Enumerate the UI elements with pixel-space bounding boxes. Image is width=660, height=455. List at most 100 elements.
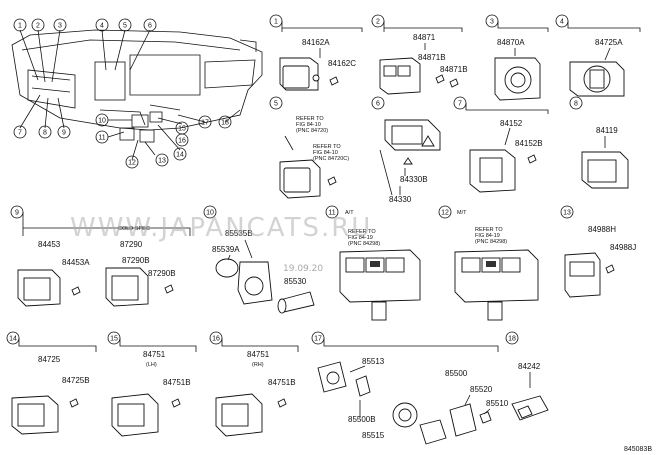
part-84751B-rh: 84751B [268,378,296,387]
svg-text:2: 2 [36,23,40,30]
group-4: 4 84725A [555,14,641,97]
svg-text:REFER TO: REFER TO [296,116,324,122]
part-85520: 85520 [470,385,493,394]
svg-text:13: 13 [158,158,166,165]
svg-text:(PNC 84298): (PNC 84298) [475,239,507,245]
svg-text:(PNC 84720C): (PNC 84720C) [313,156,349,162]
part-84725A: 84725A [595,38,623,47]
callout-10: 10 [95,113,109,127]
part-84870A: 84870A [497,38,525,47]
part-84725: 84725 [38,355,61,364]
group-11: 11 A/T REFER TO FIG 84-19 (PNC 84298) [325,205,421,321]
svg-text:6: 6 [148,23,152,30]
svg-text:WWW.JAPANCATS.RU: WWW.JAPANCATS.RU [70,213,372,243]
part-85535B: 85535B [225,229,253,238]
part-84453: 84453 [38,240,61,249]
svg-text:1: 1 [18,23,22,30]
svg-text:17: 17 [314,336,322,343]
svg-text:4: 4 [100,23,104,30]
callout-11: 11 [95,130,109,144]
svg-text:2: 2 [376,19,380,26]
dashboard-overview [11,29,263,161]
part-84453A: 84453A [62,258,90,267]
part-84152B: 84152B [515,139,543,148]
svg-text:18: 18 [221,120,229,127]
svg-text:6: 6 [376,101,380,108]
group-7: 7 84152 84152B [453,96,549,193]
svg-text:REFER TO: REFER TO [475,227,503,233]
lh-label: (LH) [146,362,157,368]
svg-text:1: 1 [274,19,278,26]
part-84162A: 84162A [302,38,330,47]
callout-4: 4 [95,18,109,32]
svg-text:13: 13 [563,210,571,217]
svg-text:18: 18 [508,336,516,343]
svg-text:4: 4 [560,19,564,26]
svg-text:12: 12 [128,160,136,167]
part-85513: 85513 [362,357,385,366]
group-5: 5 REFER TO FIG 84-10 (PNC 84720) REFER T… [269,96,349,199]
svg-text:3: 3 [490,19,494,26]
part-84751B-lh: 84751B [163,378,191,387]
group-16: 16 84751 (RH) 84751B [209,331,299,437]
callout-3: 3 [53,18,67,32]
part-85539A: 85539A [212,245,240,254]
svg-text:8: 8 [43,130,47,137]
mt-label: M/T [457,210,467,216]
callout-17: 17 [198,115,212,129]
svg-text:(PNC 84298): (PNC 84298) [348,241,380,247]
svg-text:16: 16 [178,138,186,145]
group-8: 8 84119 [569,96,629,189]
part-84988H: 84988H [588,225,616,234]
svg-text:FIG 84-10: FIG 84-10 [313,150,338,156]
callout-8: 8 [38,125,52,139]
part-84871B-a: 84871B [418,53,446,62]
part-85530: 85530 [284,277,307,286]
svg-text:16: 16 [212,336,220,343]
part-84871: 84871 [413,33,436,42]
callout-18: 18 [218,115,232,129]
group-14: 14 84725 84725B [6,331,97,435]
svg-text:11: 11 [328,210,335,217]
part-84988J: 84988J [610,243,636,252]
svg-text:5: 5 [123,23,127,30]
svg-text:9: 9 [62,130,66,137]
part-84242: 84242 [518,362,541,371]
part-87290B-b: 87290B [148,269,176,278]
part-84330: 84330 [389,195,412,204]
svg-text:3: 3 [58,23,62,30]
svg-text:9: 9 [15,210,19,217]
group-13: 13 84988H 84988J [560,205,636,298]
svg-text:10: 10 [206,210,214,217]
callout-2: 2 [31,18,45,32]
callout-16: 16 [175,133,189,147]
svg-text:14: 14 [176,152,184,159]
callout-13: 13 [155,153,169,167]
callout-7: 7 [13,125,27,139]
part-87290: 87290 [120,240,143,249]
svg-text:REFER TO: REFER TO [348,229,376,235]
group-6: 6 84330B 84330 [371,96,441,204]
svg-text:15: 15 [110,336,118,343]
group-1: 1 84162A 84162C [269,14,363,91]
svg-text:(PNC 84720): (PNC 84720) [296,128,328,134]
group-15: 15 84751 (LH) 84751B [107,331,197,437]
part-84152: 84152 [500,119,523,128]
svg-text:8: 8 [574,101,578,108]
svg-text:REFER TO: REFER TO [313,144,341,150]
callout-6: 6 [143,18,157,32]
group-10: 10 85535B 85539A 85530 [203,205,315,314]
svg-text:14: 14 [9,336,17,343]
watermark-date: 19.09.20 [283,264,323,274]
part-87290B-a: 87290B [122,256,150,265]
part-84751-rh: 84751 [247,350,270,359]
svg-text:10: 10 [98,118,106,125]
part-84119: 84119 [596,126,618,135]
svg-text:7: 7 [18,130,22,137]
watermark: WWW.JAPANCATS.RU 19.09.20 [70,213,372,274]
cold-spec-label: COLD SPEC [118,226,150,232]
group-2: 2 84871 84871B 84871B [371,14,468,95]
at-label: A/T [345,210,354,216]
svg-text:11: 11 [98,135,105,142]
